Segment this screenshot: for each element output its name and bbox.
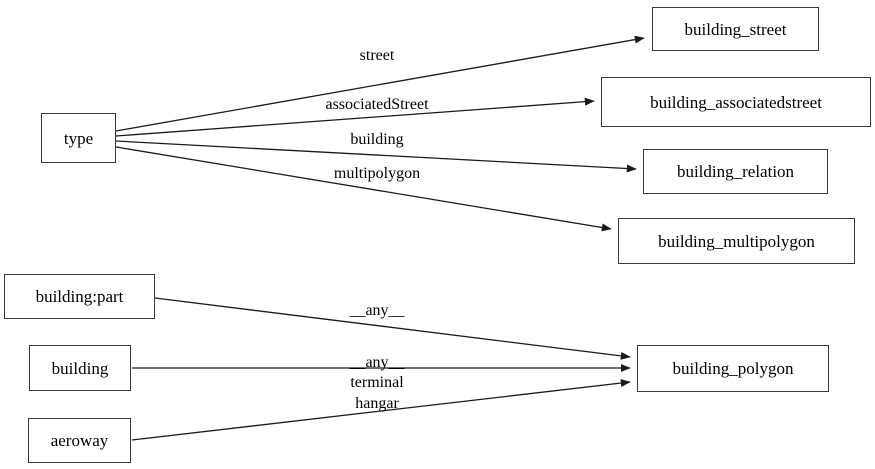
node-type[interactable]: type bbox=[41, 113, 116, 163]
edge-label-e7: terminal bbox=[350, 374, 404, 391]
node-label: type bbox=[63, 128, 94, 148]
edge-label-e8: hangar bbox=[355, 395, 399, 412]
node-building_relation[interactable]: building_relation bbox=[643, 149, 828, 194]
edge-label-e6: __any__ bbox=[349, 354, 405, 371]
node-label: building_street bbox=[684, 19, 787, 39]
edge-type-to-building_multipolygon bbox=[115, 146, 612, 232]
node-label: building_relation bbox=[676, 162, 795, 181]
node-building_associatedstreet[interactable]: building_associatedstreet bbox=[601, 77, 871, 127]
node-label: building:part bbox=[35, 287, 124, 306]
edge-type-to-building_associatedstreet bbox=[115, 97, 595, 137]
node-building_polygon[interactable]: building_polygon bbox=[637, 345, 829, 392]
node-label: building_polygon bbox=[672, 359, 794, 378]
edge-label-e5: __any__ bbox=[349, 302, 405, 319]
edge-label-e3: building bbox=[350, 131, 404, 148]
edge-label-e1: street bbox=[359, 47, 395, 64]
edge-label-e4: multipolygon bbox=[333, 165, 421, 182]
node-building_multipolygon[interactable]: building_multipolygon bbox=[618, 218, 855, 264]
node-building_part[interactable]: building:part bbox=[4, 274, 155, 319]
node-label: building bbox=[51, 358, 109, 378]
node-building_street[interactable]: building_street bbox=[652, 7, 819, 51]
edge-type-to-building_street bbox=[115, 35, 645, 132]
edge-aeroway-to-building_polygon bbox=[131, 379, 631, 441]
node-label: building_associatedstreet bbox=[650, 92, 822, 112]
edge-label-e2: associatedStreet bbox=[325, 96, 429, 113]
edge-lines bbox=[115, 35, 645, 441]
node-label: aeroway bbox=[50, 431, 109, 450]
node-label: building_multipolygon bbox=[658, 231, 815, 251]
node-aeroway[interactable]: aeroway bbox=[28, 418, 131, 463]
edge-building_part-to-building_polygon bbox=[154, 297, 631, 360]
edge-type-to-building_relation bbox=[115, 140, 637, 173]
node-building[interactable]: building bbox=[29, 345, 131, 391]
